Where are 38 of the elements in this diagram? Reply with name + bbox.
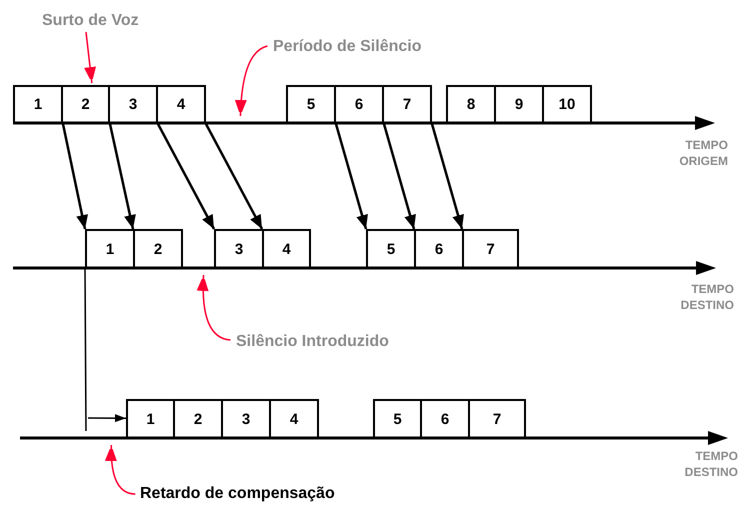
packet-box: 4 (156, 85, 206, 124)
time-axis (13, 261, 716, 275)
callout-text: Período de Silêncio (273, 37, 458, 57)
arrow (62, 124, 88, 230)
packet-box: 8 (446, 85, 496, 124)
arrow (334, 124, 368, 230)
leader-arrow (105, 445, 136, 495)
axis-label: TEMPO DESTINO (680, 281, 734, 313)
callout-text: Silêncio Introduzido (236, 332, 421, 352)
callout-text: Surto de Voz (42, 11, 152, 31)
packet-box: 7 (468, 399, 526, 439)
packet-box: 4 (269, 399, 319, 439)
arrow (88, 414, 126, 422)
packet-box: 1 (13, 85, 63, 124)
packet-box: 5 (366, 229, 416, 269)
packet-box: 5 (286, 85, 336, 124)
packet-box: 1 (85, 229, 135, 269)
packet-box: 7 (462, 229, 519, 269)
packet-box: 7 (382, 85, 432, 124)
arrow (108, 124, 136, 230)
leader-arrow (84, 32, 96, 84)
time-axis (20, 431, 728, 445)
packet-box: 1 (126, 399, 175, 439)
packet-box: 4 (262, 229, 311, 269)
packet-box: 3 (214, 229, 264, 269)
arrow (204, 123, 264, 230)
callout-text: Retardo de compensação (140, 484, 375, 504)
arrow (430, 124, 464, 230)
packet-box: 2 (133, 229, 183, 269)
arrow (156, 123, 216, 230)
time-axis (13, 116, 715, 130)
packet-box: 5 (373, 399, 422, 439)
leader-arrow (196, 274, 231, 341)
leader-arrow (235, 45, 268, 116)
arrow (382, 124, 416, 230)
axis-label: TEMPO ORIGEM (678, 137, 728, 169)
packet-box: 10 (542, 85, 592, 124)
axis-label: TEMPO DESTINO (684, 448, 738, 480)
